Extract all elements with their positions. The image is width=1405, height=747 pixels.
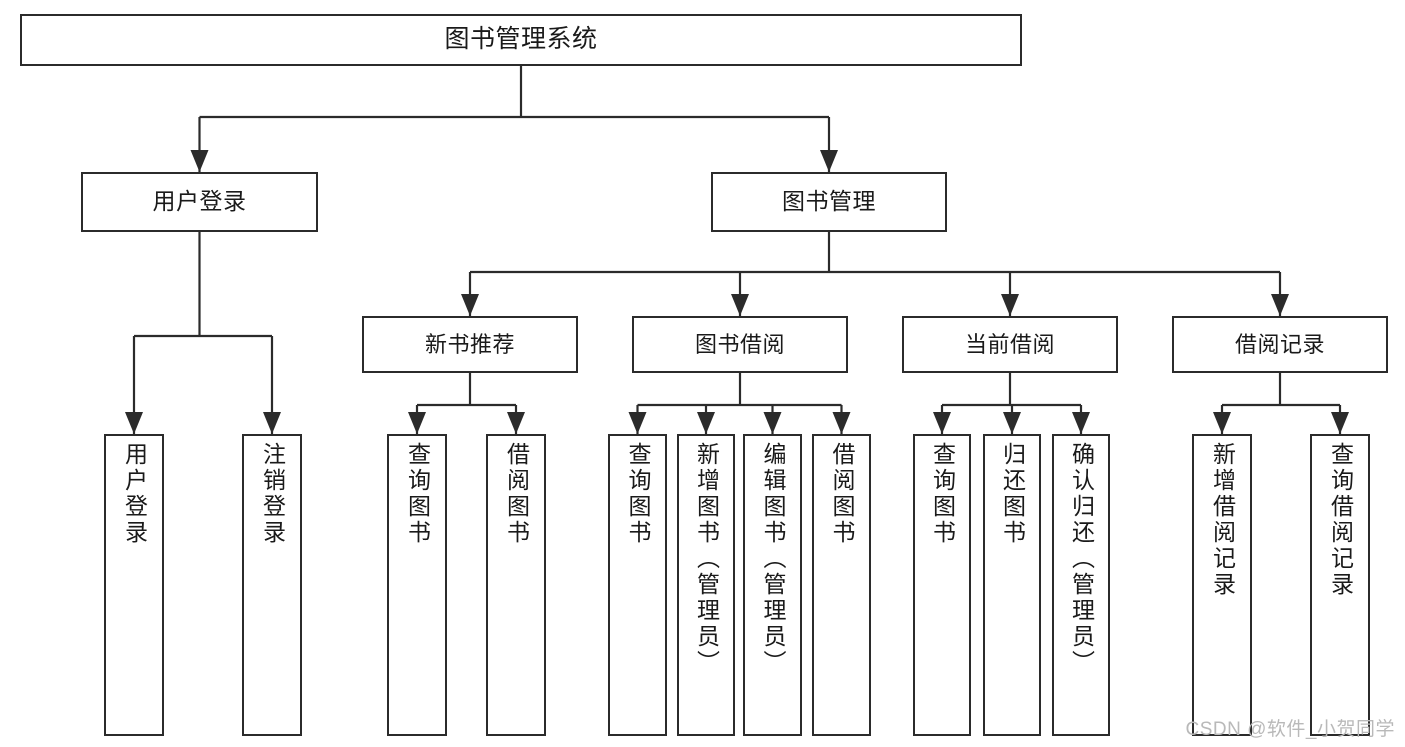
node-borrow[interactable]: 图书借阅 — [632, 316, 848, 373]
arrowhead-icon — [125, 412, 143, 434]
node-l8[interactable]: 借阅图书 — [812, 434, 871, 736]
node-label: 查询图书 — [929, 442, 956, 546]
node-l12[interactable]: 新增借阅记录 — [1192, 434, 1252, 736]
arrowhead-icon — [1072, 412, 1090, 434]
arrowhead-icon — [461, 294, 479, 316]
node-label: 图书借阅 — [694, 331, 785, 357]
node-l2[interactable]: 注销登录 — [242, 434, 302, 736]
arrowhead-icon — [1331, 412, 1349, 434]
node-label: 归还图书 — [999, 442, 1026, 546]
node-label: 查询图书 — [404, 442, 431, 546]
arrowhead-icon — [1003, 412, 1021, 434]
arrowhead-icon — [1213, 412, 1231, 434]
node-label: 新增图书（管理员） — [693, 442, 720, 676]
arrowhead-icon — [190, 150, 209, 172]
arrowhead-icon — [263, 412, 281, 434]
node-label: 当前借阅 — [964, 331, 1055, 357]
node-label: 用户登录 — [121, 442, 148, 546]
node-label: 查询借阅记录 — [1327, 442, 1354, 598]
arrowhead-icon — [933, 412, 951, 434]
watermark-csdn: CSDN @软件_小贺同学 — [1185, 719, 1395, 740]
node-l9[interactable]: 查询图书 — [913, 434, 971, 736]
node-label: 图书管理 — [782, 188, 876, 215]
node-newbook[interactable]: 新书推荐 — [362, 316, 578, 373]
arrowhead-icon — [731, 294, 749, 316]
node-label: 新书推荐 — [424, 331, 515, 357]
node-label: 编辑图书（管理员） — [760, 442, 786, 676]
arrowhead-icon — [820, 150, 838, 172]
node-label: 确认归还（管理员） — [1068, 442, 1095, 676]
node-l7[interactable]: 编辑图书（管理员） — [743, 434, 802, 736]
node-current[interactable]: 当前借阅 — [902, 316, 1118, 373]
arrowhead-icon — [1001, 294, 1019, 316]
arrowhead-icon — [628, 412, 647, 434]
node-label: 新增借阅记录 — [1209, 442, 1236, 598]
node-l11[interactable]: 确认归还（管理员） — [1052, 434, 1110, 736]
arrowhead-icon — [832, 412, 851, 434]
arrowhead-icon — [1271, 294, 1289, 316]
node-root[interactable]: 图书管理系统 — [20, 14, 1022, 66]
arrowhead-icon — [763, 412, 782, 434]
arrowhead-icon — [697, 412, 715, 434]
node-label: 注销登录 — [259, 442, 286, 546]
node-label: 用户登录 — [152, 188, 247, 215]
arrowhead-icon — [408, 412, 426, 434]
node-label: 查询图书 — [625, 442, 651, 546]
node-label: 借阅图书 — [829, 442, 855, 546]
node-login[interactable]: 用户登录 — [81, 172, 318, 232]
node-bookmgmt[interactable]: 图书管理 — [711, 172, 947, 232]
node-l3[interactable]: 查询图书 — [387, 434, 447, 736]
node-l1[interactable]: 用户登录 — [104, 434, 164, 736]
node-label: 借阅记录 — [1234, 331, 1325, 357]
node-l10[interactable]: 归还图书 — [983, 434, 1041, 736]
node-records[interactable]: 借阅记录 — [1172, 316, 1388, 373]
node-l13[interactable]: 查询借阅记录 — [1310, 434, 1370, 736]
node-l6[interactable]: 新增图书（管理员） — [677, 434, 735, 736]
node-label: 图书管理系统 — [444, 25, 598, 54]
node-l4[interactable]: 借阅图书 — [486, 434, 546, 736]
arrowhead-icon — [507, 412, 525, 434]
node-label: 借阅图书 — [503, 442, 530, 546]
node-l5[interactable]: 查询图书 — [608, 434, 667, 736]
